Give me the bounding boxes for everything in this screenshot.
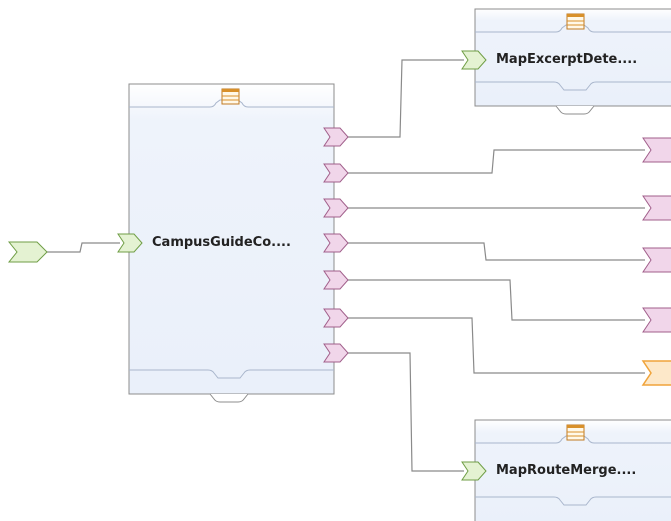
table-icon [221,88,240,105]
main-output-port-2-icon[interactable] [323,163,349,183]
connector-main-to-route [348,352,464,472]
table-icon [566,13,585,30]
connector-input-to-main [47,242,120,253]
main-output-port-5-icon[interactable] [323,270,349,290]
external-input-port-2-icon[interactable] [642,195,671,221]
route-input-port-icon[interactable] [461,461,487,481]
external-input-port-4-icon[interactable] [642,307,671,333]
connectors [47,59,645,472]
node-label-map-route-merge: MapRouteMerge.... [496,463,637,478]
connector-main-to-excerpt [348,59,464,138]
main-output-port-1-icon[interactable] [323,127,349,147]
excerpt-input-port-icon[interactable] [461,50,487,70]
main-output-port-7-icon[interactable] [323,343,349,363]
node-map-route-merge[interactable] [474,419,671,521]
external-input-port-1-icon[interactable] [642,137,671,163]
connector-main-to-output-5 [348,317,645,374]
node-label-campus-guide: CampusGuideCo.... [152,235,291,250]
table-icon [566,424,585,441]
external-input-port-3-icon[interactable] [642,247,671,273]
node-label-map-excerpt: MapExcerptDete.... [496,52,638,67]
connector-main-to-output-1 [348,149,645,174]
connector-main-to-output-3 [348,242,645,261]
main-output-port-4-icon[interactable] [323,233,349,253]
connector-main-to-output-4 [348,279,645,321]
external-input-port-selected-icon[interactable] [641,360,671,386]
main-output-port-6-icon[interactable] [323,308,349,328]
node-map-excerpt[interactable] [474,8,671,115]
main-input-port-icon[interactable] [117,233,143,253]
main-output-port-3-icon[interactable] [323,198,349,218]
flow-input-port-icon[interactable] [7,241,48,263]
